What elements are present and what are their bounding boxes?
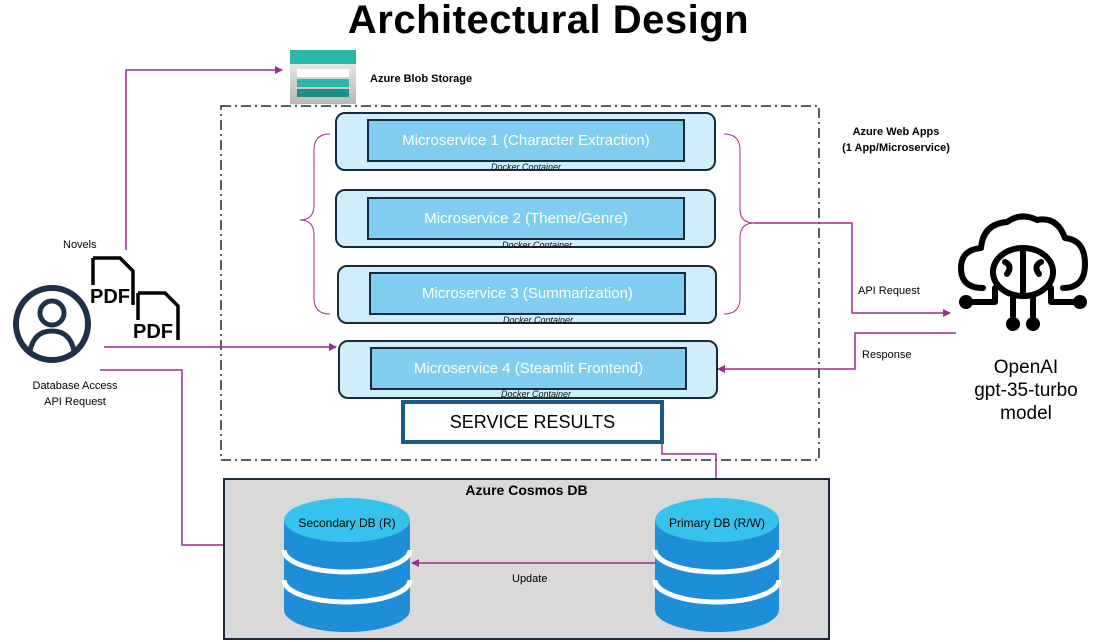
openai-label: OpenAI gpt-35-turbo model <box>956 356 1096 425</box>
pdf-icon <box>91 256 135 305</box>
service-results-box: SERVICE RESULTS <box>401 400 664 444</box>
secondary-db-icon <box>281 498 413 632</box>
microservice-3: Microservice 3 (Summarization) <box>369 272 686 315</box>
user-access-line1: Database Access <box>32 380 118 392</box>
service-results-label: SERVICE RESULTS <box>405 404 660 440</box>
ai-brain-cloud-icon <box>958 213 1088 331</box>
web-apps-boundary <box>220 105 820 461</box>
web-apps-label: Azure Web Apps (1 App/Microservice) <box>830 124 962 156</box>
pdf-text-1: PDF <box>90 286 130 308</box>
user-access-label: Database Access API Request <box>20 378 130 410</box>
left-brace <box>299 133 331 315</box>
microservice-4: Microservice 4 (Steamlit Frontend) <box>370 347 687 390</box>
openai-label-line1: OpenAI <box>993 357 1059 378</box>
api-request-label: API Request <box>858 285 920 297</box>
pdf-text-2: PDF <box>133 321 173 343</box>
novels-to-blob-arrow <box>125 66 283 250</box>
openai-label-line3: model <box>1000 403 1052 424</box>
docker-container-label: Docker Container <box>501 240 573 250</box>
secondary-db-label: Secondary DB (R) <box>298 516 396 530</box>
docker-container-label: Docker Container <box>500 389 572 399</box>
response-label: Response <box>862 349 912 361</box>
database-layer <box>281 498 782 632</box>
pdf-icon <box>136 291 180 340</box>
openai-label-line2: gpt-35-turbo <box>974 380 1078 401</box>
page-title: Architectural Design <box>347 0 750 42</box>
blob-storage-label: Azure Blob Storage <box>370 73 473 85</box>
novels-label: Novels <box>63 239 97 251</box>
user-icon <box>13 285 91 363</box>
update-label: Update <box>512 573 548 585</box>
web-apps-label-line2: (1 App/Microservice) <box>842 142 950 154</box>
response-arrow <box>717 332 956 373</box>
microservice-2: Microservice 2 (Theme/Genre) <box>367 197 685 240</box>
blob-storage-icon <box>290 50 356 104</box>
cosmos-db-title: Azure Cosmos DB <box>465 482 588 498</box>
microservice-1: Microservice 1 (Character Extraction) <box>367 119 685 162</box>
user-access-line2: API Request <box>44 396 106 408</box>
right-brace <box>723 133 755 315</box>
docker-container-label: Docker Container <box>490 162 562 172</box>
docker-container-label: Docker Container <box>502 315 574 325</box>
web-apps-label-line1: Azure Web Apps <box>852 126 940 138</box>
results-to-primary-db-arrow <box>661 443 720 495</box>
primary-db-label: Primary DB (R/W) <box>669 516 765 530</box>
primary-db-icon <box>652 498 782 632</box>
api-request-arrow <box>754 222 951 317</box>
